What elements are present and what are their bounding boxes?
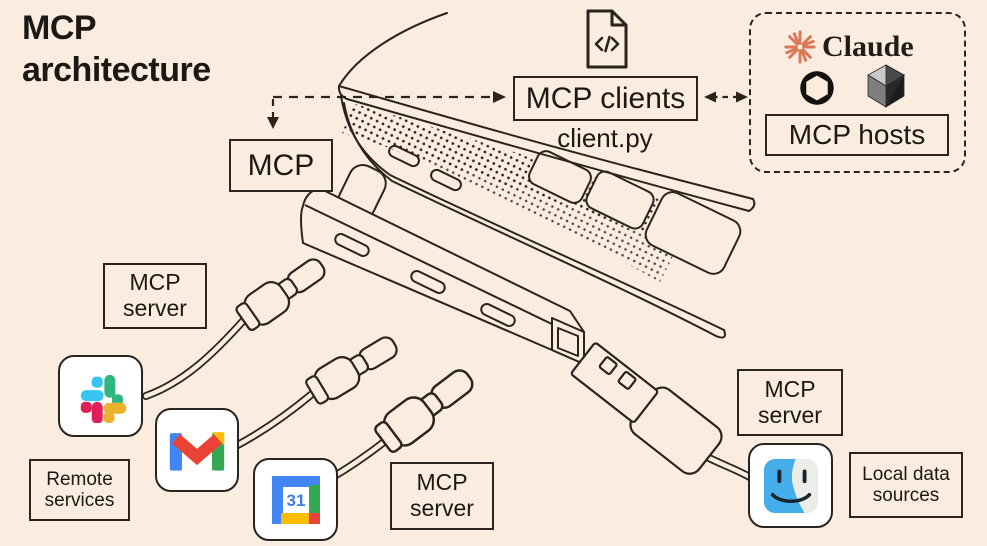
client-file-label: client.py [557,122,653,153]
local-data-sources-box: Local data sources [849,452,963,518]
finder-icon [763,458,818,513]
page-title: MCP architecture [22,9,211,89]
claude-starburst-icon [784,30,816,64]
dashed-arrows [267,91,748,129]
mcp-server-middle-box: MCP server [390,462,494,530]
calendar-day-number: 31 [286,491,305,510]
mcp-hosts-container [749,12,966,173]
usb-hub-illustration [300,164,585,365]
google-calendar-icon: 31 [271,475,320,524]
claude-logo: Claude [783,27,943,67]
finder-app-tile [748,443,833,528]
code-file-icon [586,9,628,69]
mcp-clients-box: MCP clients [513,76,698,121]
mcp-server-right-box: MCP server [737,369,843,436]
usb-a-plug-icon [570,342,723,475]
gmail-icon [169,432,225,471]
laptop-illustration [337,12,756,339]
mcp-server-left-box: MCP server [103,263,207,329]
ai-cube-icon [867,64,906,109]
google-calendar-app-tile: 31 [253,458,338,541]
slack-app-tile [58,355,143,437]
mcp-hosts-box: MCP hosts [765,114,949,156]
slack-icon [80,374,126,423]
remote-services-box: Remote services [29,459,130,521]
gmail-app-tile [155,408,239,492]
openai-icon [800,71,834,105]
mcp-protocol-box: MCP [229,139,333,192]
claude-wordmark: Claude [822,30,914,63]
